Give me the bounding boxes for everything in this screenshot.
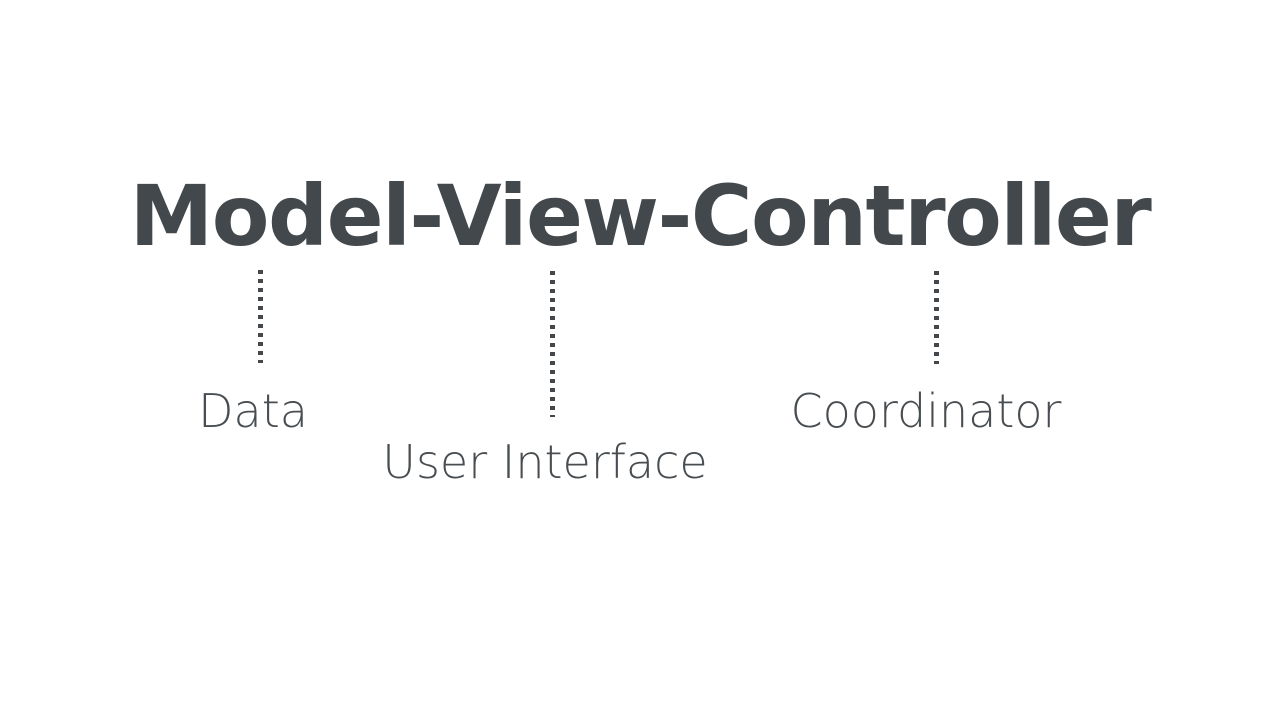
label-model-data: Data <box>198 384 308 438</box>
dotted-connector-view <box>550 271 555 417</box>
label-view-user-interface: User Interface <box>382 435 708 489</box>
dotted-connector-controller <box>934 271 939 364</box>
page-title: Model-View-Controller <box>129 167 1152 265</box>
dotted-connector-model <box>258 270 263 363</box>
label-controller-coordinator: Coordinator <box>790 384 1062 438</box>
